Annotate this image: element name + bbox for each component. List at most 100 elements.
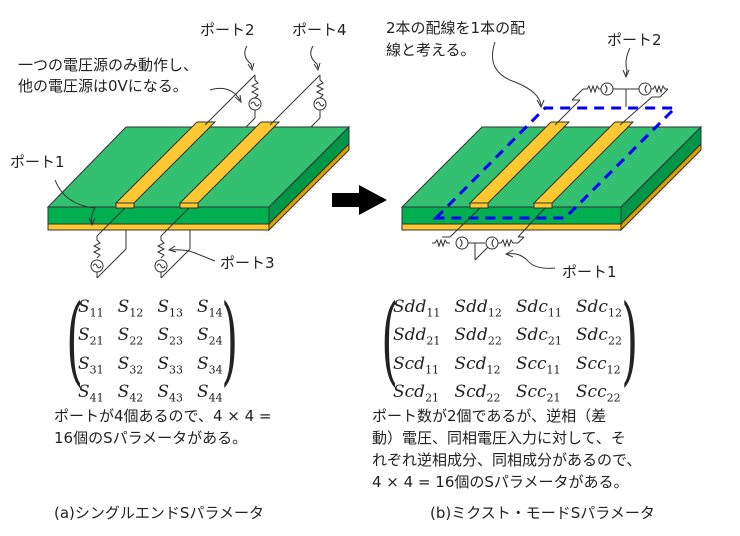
- matrix-cell: S22: [118, 324, 158, 352]
- param-subscript: 24: [208, 334, 223, 348]
- matrix-cell: S31: [78, 353, 118, 381]
- param-base: S: [78, 325, 90, 346]
- param-subscript: 21: [89, 334, 104, 348]
- param-base: Sdc: [575, 297, 608, 317]
- right-trace-2-end: [533, 202, 553, 209]
- param-base: S: [78, 382, 90, 403]
- matrix-cell: Sdc21: [516, 324, 576, 352]
- matrix-cell: Scd22: [454, 381, 515, 409]
- param-base: S: [117, 382, 130, 403]
- right-port1-label: ポート1: [562, 263, 617, 281]
- left-paren: (: [381, 284, 399, 396]
- matrix-cell: S21: [78, 324, 118, 352]
- matrix-cell: Sdc11: [516, 296, 576, 324]
- param-subscript: 22: [606, 391, 621, 405]
- right-desc-line-3: れぞれ逆相成分、同相成分があるので、: [372, 451, 642, 469]
- param-subscript: 23: [168, 334, 183, 348]
- param-base: Sdc: [515, 325, 548, 346]
- param-base: Scd: [393, 382, 426, 403]
- left-paren: (: [66, 284, 84, 396]
- matrix-cell: S33: [157, 353, 197, 381]
- param-subscript: 12: [606, 363, 621, 377]
- param-subscript: 41: [89, 391, 104, 405]
- matrix-cell: S43: [157, 381, 197, 409]
- param-subscript: 12: [607, 306, 622, 320]
- right-ground-side: [620, 142, 702, 232]
- matrix-cell: Sdc12: [576, 296, 636, 324]
- matrix-cell: Scc12: [576, 353, 636, 381]
- param-subscript: 44: [208, 391, 223, 405]
- right-ground-plane: [401, 223, 622, 231]
- left-port4-circuit: [269, 74, 327, 128]
- param-subscript: 42: [129, 391, 144, 405]
- left-port3-label: ポート3: [220, 254, 275, 272]
- param-subscript: 32: [129, 363, 144, 377]
- right-paren: ): [620, 284, 638, 396]
- param-subscript: 21: [547, 334, 562, 348]
- param-subscript: 11: [546, 363, 561, 377]
- param-subscript: 21: [426, 334, 441, 348]
- param-base: Scc: [575, 353, 607, 374]
- left-note-line-1: 一つの電圧源のみ動作し、: [18, 56, 199, 74]
- matrix-cell: S13: [157, 296, 197, 324]
- matrix-cell: Sdd12: [454, 296, 515, 324]
- param-subscript: 11: [426, 306, 441, 320]
- matrix-cell: S34: [197, 353, 237, 381]
- param-base: S: [196, 325, 209, 346]
- param-base: S: [157, 353, 169, 374]
- left-ground-plane: [47, 223, 270, 231]
- param-base: Scc: [515, 382, 547, 403]
- caption-single-ended: (a)シングルエンドSパラメータ: [54, 504, 264, 522]
- right-board-front: [401, 206, 622, 225]
- matrix-cell: S11: [78, 296, 118, 324]
- param-base: Scd: [454, 382, 487, 403]
- matrix-cell: Sdd22: [454, 324, 515, 352]
- left-port2-label: ポート2: [200, 21, 255, 39]
- param-base: Sdc: [575, 325, 608, 346]
- matrix-cell: Scc21: [516, 381, 576, 409]
- transform-arrow-icon: [332, 185, 387, 215]
- matrix-cell: Scc11: [516, 353, 576, 381]
- param-subscript: 31: [89, 363, 104, 377]
- param-subscript: 11: [425, 363, 440, 377]
- param-subscript: 12: [487, 306, 502, 320]
- param-base: S: [117, 353, 130, 374]
- param-base: S: [117, 297, 130, 317]
- left-port3-circuit: [154, 207, 191, 279]
- matrix-cell: Sdd21: [393, 324, 454, 352]
- param-base: S: [117, 325, 130, 346]
- matrix-cell: S42: [118, 381, 158, 409]
- matrix-cell: S12: [118, 296, 158, 324]
- matrix-cell: Scd21: [393, 381, 454, 409]
- right-note-line-2: 線と考える。: [386, 41, 476, 59]
- matrix-cell: Scd12: [454, 353, 515, 381]
- right-pcb: [400, 106, 703, 232]
- matrix-cell: S24: [197, 324, 237, 352]
- param-base: Sdd: [454, 297, 488, 317]
- right-desc-line-1: ポート数が2個であるが、逆相（差: [372, 407, 607, 425]
- param-subscript: 11: [547, 306, 562, 320]
- left-note-line-2: 他の電圧源は0Vになる。: [18, 77, 188, 95]
- param-base: S: [196, 353, 209, 374]
- param-base: Scd: [393, 353, 426, 374]
- param-base: Sdd: [393, 297, 427, 317]
- matrix-cell: S14: [197, 296, 237, 324]
- param-base: Sdc: [515, 297, 548, 317]
- param-subscript: 22: [486, 391, 501, 405]
- param-base: S: [196, 382, 209, 403]
- left-desc-line-1: ポートが4個あるので、4 × 4 =: [54, 407, 272, 425]
- param-subscript: 34: [208, 363, 223, 377]
- param-base: S: [157, 325, 169, 346]
- param-subscript: 21: [546, 391, 561, 405]
- left-trace-2-end: [179, 202, 199, 209]
- matrix-cell: Scc22: [576, 381, 636, 409]
- param-subscript: 22: [129, 334, 144, 348]
- matrix-cell: Sdd11: [393, 296, 454, 324]
- right-port2-label: ポート2: [607, 31, 662, 49]
